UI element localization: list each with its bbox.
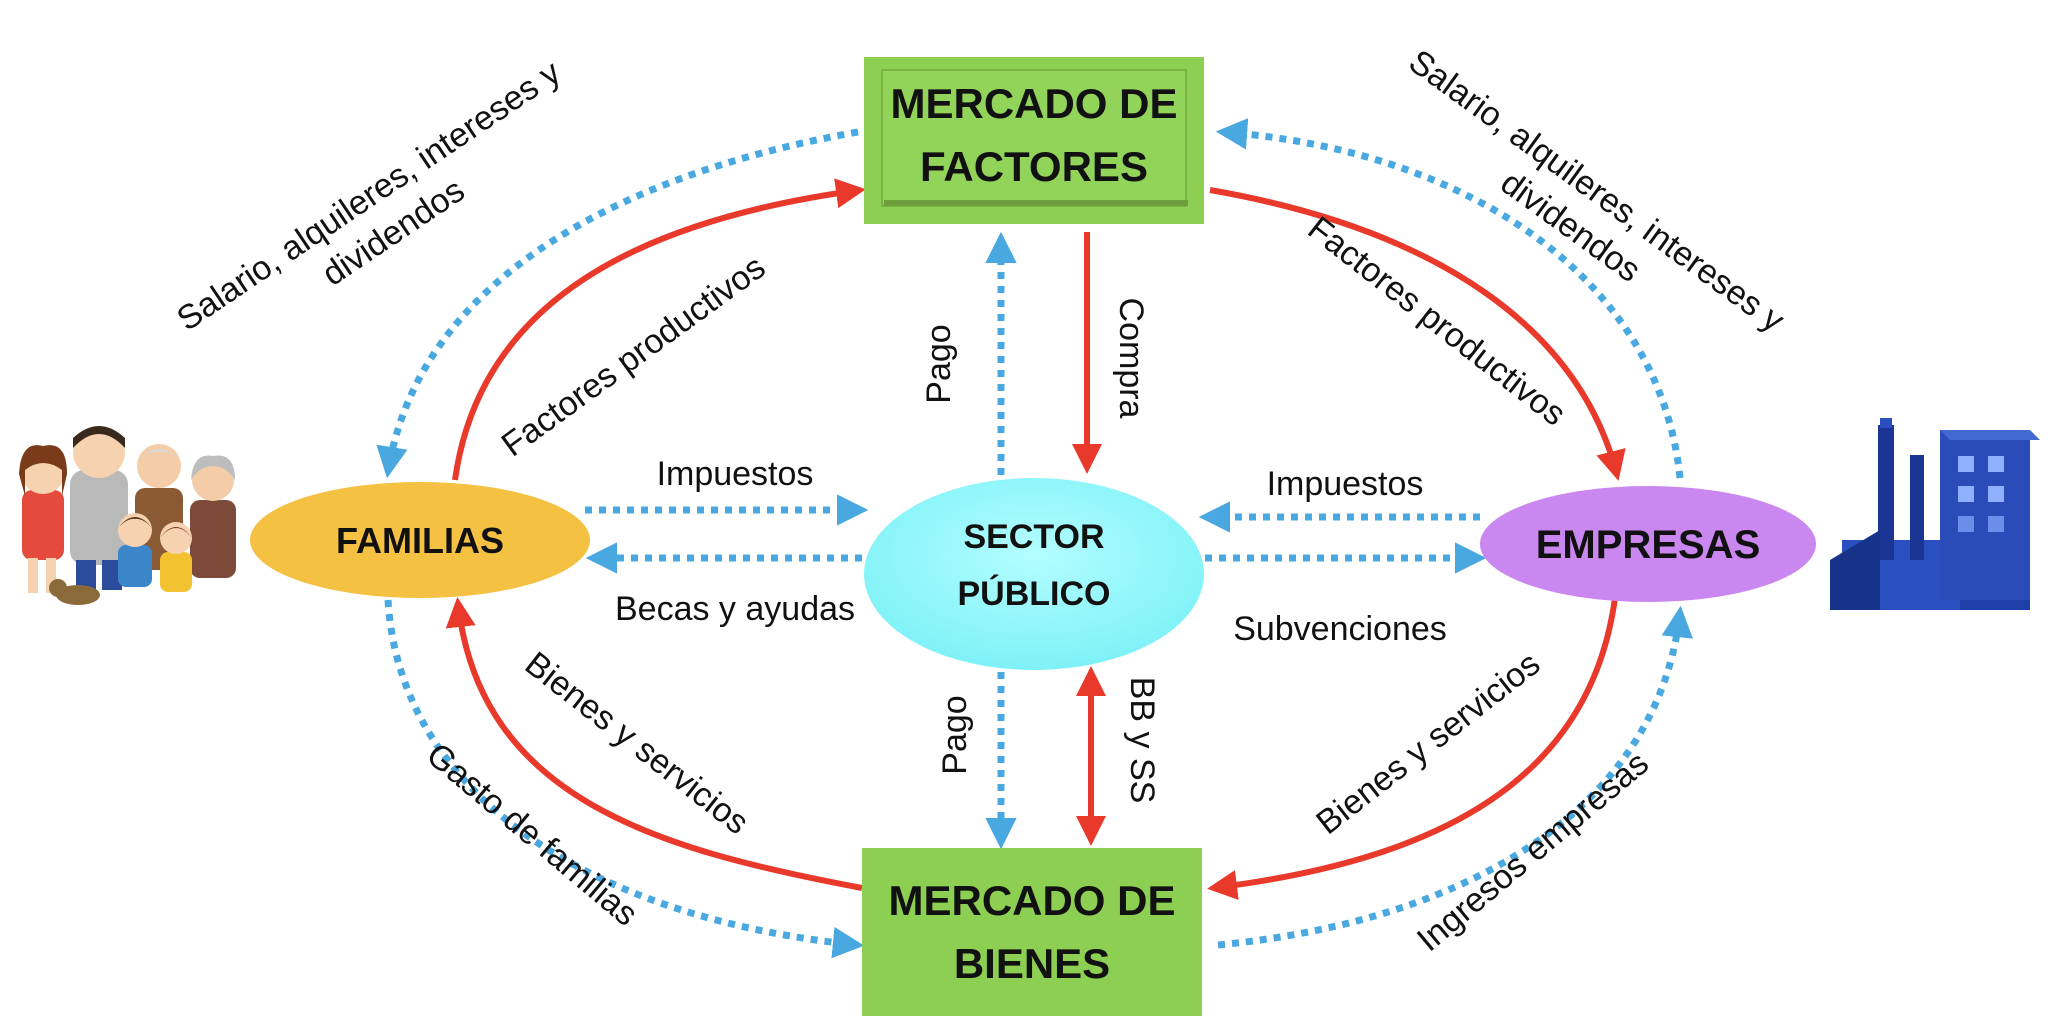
factory-icon bbox=[1830, 418, 2040, 610]
mercado-factores-box: MERCADO DE FACTORES bbox=[864, 57, 1204, 224]
arrow-factores-from-familias bbox=[452, 178, 866, 481]
label-ingresos-empresas: Ingresos empresas bbox=[1410, 744, 1656, 959]
arrow-bienes-from-empresas bbox=[1207, 597, 1618, 900]
label-bb-y-ss: BB y SS bbox=[1123, 677, 1161, 804]
empresas-label: EMPRESAS bbox=[1536, 523, 1761, 567]
mercado-factores-line1: MERCADO DE bbox=[890, 80, 1177, 127]
empresas-node: EMPRESAS bbox=[1480, 486, 1816, 602]
label-becas: Becas y ayudas bbox=[615, 590, 855, 628]
sector-publico-line2: PÚBLICO bbox=[958, 575, 1111, 613]
familias-node: FAMILIAS bbox=[250, 482, 590, 598]
label-bienes-right: Bienes y servicios bbox=[1309, 645, 1547, 842]
arrow-ingresos-empresas bbox=[1217, 605, 1693, 949]
label-factores-right: Factores productivos bbox=[1301, 209, 1573, 433]
mercado-bienes-box: MERCADO DE BIENES bbox=[862, 848, 1202, 1016]
family-illustration-icon bbox=[19, 426, 236, 605]
label-bienes-left: Bienes y servicios bbox=[518, 645, 756, 842]
label-impuestos-right: Impuestos bbox=[1267, 465, 1424, 503]
familias-label: FAMILIAS bbox=[336, 520, 504, 561]
label-pago-top: Pago bbox=[920, 324, 958, 403]
label-subvenciones: Subvenciones bbox=[1233, 610, 1447, 648]
label-compra: Compra bbox=[1112, 298, 1150, 419]
label-pago-bottom: Pago bbox=[936, 695, 974, 774]
arrow-salario-to-mercado-factores bbox=[1215, 118, 1684, 479]
mercado-bienes-line2: BIENES bbox=[954, 940, 1110, 987]
label-factores-left: Factores productivos bbox=[495, 248, 773, 464]
label-gasto-familias: Gasto de familias bbox=[419, 736, 645, 934]
sector-publico-node: SECTOR PÚBLICO bbox=[864, 478, 1204, 670]
mercado-bienes-line1: MERCADO DE bbox=[888, 877, 1175, 924]
arrow-salario-to-familias bbox=[376, 128, 859, 479]
arrow-factores-to-empresas bbox=[1209, 187, 1626, 481]
arrow-bienes-to-familias bbox=[445, 597, 863, 891]
mercado-factores-line2: FACTORES bbox=[920, 143, 1148, 190]
sector-publico-line1: SECTOR bbox=[963, 518, 1104, 556]
svg-text:Salario, alquileres, intereses: Salario, alquileres, intereses y bbox=[170, 53, 567, 338]
label-impuestos-left: Impuestos bbox=[657, 455, 814, 493]
